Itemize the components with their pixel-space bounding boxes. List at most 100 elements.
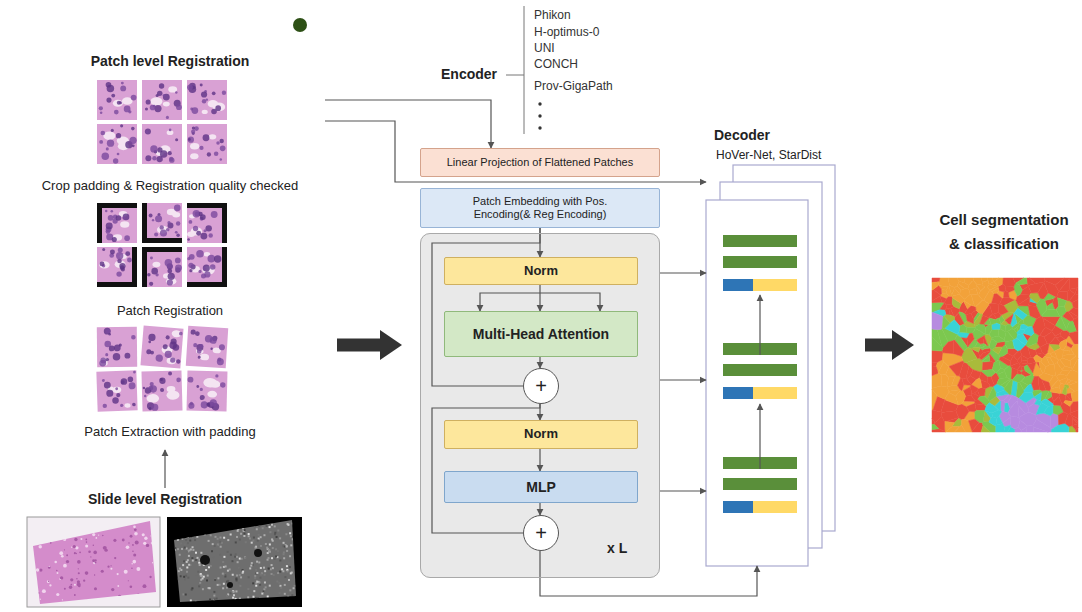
ihc-speckle (204, 532, 206, 534)
cell-region (932, 424, 939, 429)
ihc-speckle (177, 548, 179, 550)
ihc-speckle (226, 595, 228, 597)
patch-nucleus (176, 359, 181, 364)
ihc-speckle (261, 520, 263, 522)
patch-nucleus (222, 91, 226, 95)
patch-nucleus (175, 91, 177, 93)
patch-tissue (187, 247, 222, 282)
patch-nucleus (132, 403, 136, 407)
panel-heading: Patch level Registration (15, 53, 325, 70)
he-speckle (77, 583, 81, 587)
patch-nucleus (192, 126, 195, 129)
cell-region (1059, 339, 1067, 350)
ihc-speckle (269, 526, 271, 528)
ihc-speckle (195, 601, 197, 603)
ihc-speckle (219, 541, 221, 543)
ihc-speckle (211, 602, 213, 604)
box-label: Multi-Head Attention (473, 326, 609, 342)
patch-nucleus (201, 91, 207, 97)
ihc-speckle (235, 598, 237, 600)
patch-lumen (166, 357, 176, 364)
ihc-speckle (253, 537, 255, 539)
patch-nucleus (113, 353, 121, 361)
ihc-speckle (296, 578, 298, 580)
ihc-hole (227, 582, 233, 588)
ihc-speckle (177, 528, 179, 530)
patch-lumen (167, 386, 176, 392)
he-speckle (62, 599, 63, 600)
he-speckle (60, 523, 64, 527)
he-speckle (64, 588, 66, 590)
ihc-speckle (235, 553, 237, 555)
cell-region (999, 357, 1010, 366)
patch-nucleus (189, 220, 193, 224)
ihc-speckle (290, 535, 292, 537)
he-speckle (144, 536, 147, 539)
he-speckle (93, 545, 95, 547)
cell-region (985, 325, 992, 335)
ihc-speckle (286, 545, 288, 547)
ihc-speckle (254, 527, 256, 529)
ihc-speckle (179, 522, 181, 524)
ihc-speckle (186, 524, 188, 526)
skip-bar (753, 501, 797, 513)
he-speckle (132, 544, 134, 546)
ihc-speckle (283, 551, 285, 553)
ihc-speckle (271, 524, 273, 526)
patch-nucleus (111, 129, 114, 132)
he-speckle (82, 526, 84, 528)
he-speckle (86, 522, 89, 525)
ihc-speckle (267, 567, 269, 569)
ihc-speckle (286, 565, 288, 567)
patch-tissue (186, 326, 228, 368)
ihc-speckle (293, 530, 295, 532)
he-speckle (54, 561, 57, 564)
ihc-speckle (256, 572, 258, 574)
step-caption: Patch Registration (15, 303, 325, 319)
cell-region (1062, 354, 1076, 360)
he-speckle (55, 526, 56, 527)
patch-nucleus (191, 130, 195, 134)
cell-region (1028, 282, 1044, 293)
ellipsis-dot (538, 102, 541, 105)
ihc-speckle (275, 555, 277, 557)
cell-region (1008, 395, 1019, 408)
ihc-speckle (237, 528, 239, 530)
norm-box: Norm (444, 257, 638, 285)
cell-region (1072, 359, 1078, 373)
ihc-speckle (173, 599, 175, 601)
patch-nucleus (100, 131, 105, 136)
tissue-patch (187, 247, 227, 287)
patch-nucleus (146, 349, 151, 354)
ihc-speckle (297, 548, 299, 550)
patch-nucleus (188, 263, 193, 268)
cell-region (1041, 399, 1054, 406)
ihc-speckle (223, 537, 225, 539)
he-speckle (53, 523, 55, 525)
patch-nucleus (111, 210, 114, 213)
he-speckle (110, 568, 112, 570)
cell-region (975, 399, 985, 405)
patch-nucleus (155, 273, 158, 276)
cell-region (942, 316, 950, 329)
patch-nucleus (105, 353, 108, 356)
cell-region (966, 403, 976, 411)
ihc-slide (167, 517, 302, 607)
he-speckle (98, 527, 100, 529)
patch-padding (187, 247, 227, 287)
ihc-speckle (232, 591, 234, 593)
he-speckle (80, 538, 82, 540)
patch-lumen (150, 97, 162, 105)
he-speckle (69, 586, 72, 589)
patch-nucleus (120, 85, 126, 91)
ihc-speckle (266, 525, 268, 527)
decoder-card (706, 200, 808, 566)
patch-lumen (200, 354, 210, 361)
patch-tissue (97, 80, 137, 120)
ihc-speckle (232, 597, 234, 599)
ihc-speckle (223, 583, 225, 585)
he-speckle (132, 550, 134, 552)
patch-tissue (97, 327, 137, 367)
cell-region (970, 385, 978, 394)
ihc-speckle (289, 532, 291, 534)
